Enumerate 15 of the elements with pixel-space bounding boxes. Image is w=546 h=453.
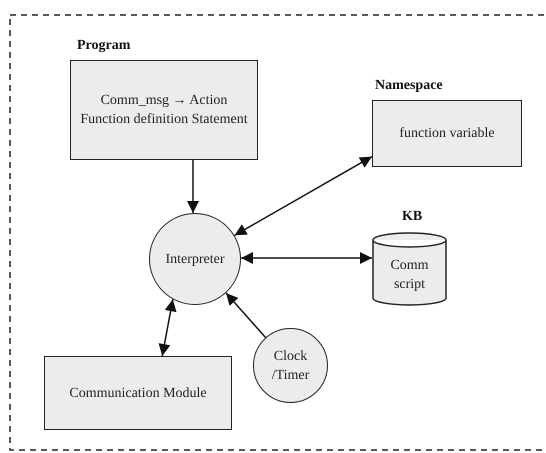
node-label: Comm_msg → Action Function definition Statement (79, 92, 249, 129)
process-box (44, 356, 232, 430)
node-label: function variable (399, 125, 495, 143)
arrow (234, 156, 372, 236)
arrow (225, 292, 266, 338)
node-label: Clock /Timer (270, 348, 310, 384)
node-label: Comm script (389, 257, 430, 294)
heading: Namespace (375, 77, 443, 95)
node-label: Communication Module (69, 384, 207, 402)
node-label: Interpreter (165, 250, 225, 268)
arrow (241, 252, 372, 264)
heading: KB (402, 208, 422, 226)
arrow (187, 160, 199, 214)
heading: Program (77, 37, 130, 55)
arrow (158, 299, 177, 356)
